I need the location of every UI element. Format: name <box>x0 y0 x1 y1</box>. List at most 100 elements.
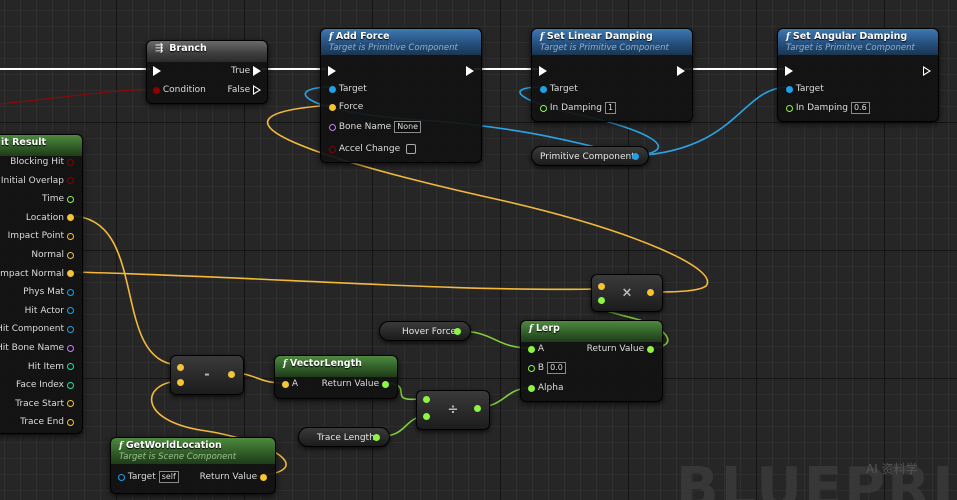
condition-pin[interactable] <box>153 86 160 94</box>
lerp-b-pin[interactable] <box>528 364 535 372</box>
hit-result-output-pin[interactable] <box>67 363 74 371</box>
set-angular-damping-exec-out[interactable] <box>923 64 931 78</box>
trace-length-output-pin[interactable] <box>373 434 380 441</box>
lerp-a-row[interactable]: A <box>528 342 544 356</box>
set-linear-damping-exec-in[interactable] <box>539 64 547 78</box>
vector-length-a-row[interactable]: A <box>282 377 298 391</box>
exec-in-pin[interactable] <box>153 65 161 76</box>
get-world-location-return-row[interactable]: Return Value <box>200 470 267 484</box>
hit-result-output-pin[interactable] <box>67 270 74 278</box>
add-force-force-row[interactable]: Force <box>329 100 363 114</box>
exec-in-pin[interactable] <box>785 65 793 76</box>
hit-result-pin-row[interactable]: Hit Actor <box>25 304 74 318</box>
hit-result-output-pin[interactable] <box>67 251 74 259</box>
accel-change-checkbox[interactable] <box>406 144 417 154</box>
hit-result-output-pin[interactable] <box>67 232 74 240</box>
hit-result-output-pin[interactable] <box>67 158 74 166</box>
in-damping-input[interactable]: 0.6 <box>850 102 870 114</box>
hit-result-output-pin[interactable] <box>67 214 74 222</box>
branch-node[interactable]: ⇶ Branch True Condition False <box>146 40 268 104</box>
hit-result-pin-row[interactable]: Hit Bone Name <box>0 341 74 355</box>
lerp-b-input[interactable]: 0.0 <box>547 362 566 374</box>
hit-result-output-pin[interactable] <box>67 307 74 315</box>
exec-out-pin[interactable] <box>677 65 685 76</box>
target-pin[interactable] <box>786 85 793 93</box>
exec-out-pin-unconnected[interactable] <box>923 65 931 76</box>
hit-result-pin-row[interactable]: Hit Component <box>0 322 74 336</box>
return-value-pin[interactable] <box>260 473 267 481</box>
subtract-output-pin[interactable] <box>228 371 235 378</box>
hit-result-pin-row[interactable]: Trace End <box>20 415 74 429</box>
multiply-input-b-pin[interactable] <box>598 297 605 304</box>
target-self-input[interactable]: self <box>158 471 179 483</box>
hit-result-output-pin[interactable] <box>67 400 74 408</box>
hit-result-output-pin[interactable] <box>67 344 74 352</box>
add-force-exec-out[interactable] <box>466 64 474 78</box>
multiply-input-a-pin[interactable] <box>598 283 605 290</box>
break-hit-result-header[interactable]: it Result <box>0 135 82 156</box>
target-pin[interactable] <box>540 85 547 93</box>
set-angular-damping-target-row[interactable]: Target <box>786 82 824 96</box>
multiply-output-pin[interactable] <box>647 289 654 296</box>
lerp-a-pin[interactable] <box>528 345 535 353</box>
exec-false-pin[interactable] <box>253 85 261 95</box>
subtract-node[interactable]: - <box>170 355 244 395</box>
hit-result-output-pin[interactable] <box>67 177 74 185</box>
hit-result-pin-row[interactable]: Hit Item <box>28 360 74 374</box>
hit-result-pin-row[interactable]: Impact Normal <box>0 267 74 281</box>
subtract-input-b-pin[interactable] <box>177 379 184 386</box>
add-force-target-row[interactable]: Target <box>329 82 367 96</box>
set-linear-damping-exec-out[interactable] <box>677 64 685 78</box>
branch-false-pin-row[interactable]: False <box>228 83 261 97</box>
in-damping-pin[interactable] <box>540 104 547 112</box>
branch-header[interactable]: ⇶ Branch <box>147 41 267 62</box>
multiply-node[interactable]: × <box>591 274 663 312</box>
accel-change-pin[interactable] <box>329 145 336 153</box>
vector-length-a-pin[interactable] <box>282 380 289 388</box>
branch-exec-in[interactable] <box>153 64 161 78</box>
in-damping-input[interactable]: 1 <box>604 102 617 114</box>
branch-condition-row[interactable]: Condition <box>153 83 206 97</box>
bone-name-pin[interactable] <box>329 123 336 131</box>
hit-result-pin-row[interactable]: Trace Start <box>15 397 74 411</box>
hit-result-pin-row[interactable]: Location <box>26 211 74 225</box>
target-pin[interactable] <box>329 85 336 93</box>
set-angular-damping-exec-in[interactable] <box>785 64 793 78</box>
exec-in-pin[interactable] <box>328 65 336 76</box>
vector-length-return-row[interactable]: Return Value <box>322 377 389 391</box>
add-force-exec-in[interactable] <box>328 64 336 78</box>
lerp-alpha-row[interactable]: Alpha <box>528 381 563 395</box>
divide-input-b-pin[interactable] <box>423 413 430 420</box>
divide-node[interactable]: ÷ <box>416 390 490 430</box>
exec-true-pin[interactable] <box>253 66 261 76</box>
lerp-alpha-pin[interactable] <box>528 384 535 392</box>
hover-force-variable-node[interactable]: Hover Force <box>379 321 471 341</box>
hit-result-pin-row[interactable]: Normal <box>31 248 74 262</box>
divide-output-pin[interactable] <box>474 405 481 412</box>
lerp-return-pin[interactable] <box>647 345 654 353</box>
hit-result-output-pin[interactable] <box>67 381 74 389</box>
hit-result-pin-row[interactable]: Initial Overlap <box>1 174 74 188</box>
in-damping-pin[interactable] <box>786 104 793 112</box>
hit-result-pin-row[interactable]: Time <box>42 192 74 206</box>
hit-result-pin-row[interactable]: Blocking Hit <box>10 155 74 169</box>
force-pin[interactable] <box>329 103 336 111</box>
subtract-input-a-pin[interactable] <box>177 364 184 371</box>
primitive-component-variable-node[interactable]: Primitive Component <box>531 146 649 166</box>
set-linear-damping-target-row[interactable]: Target <box>540 82 578 96</box>
hit-result-output-pin[interactable] <box>67 195 74 203</box>
